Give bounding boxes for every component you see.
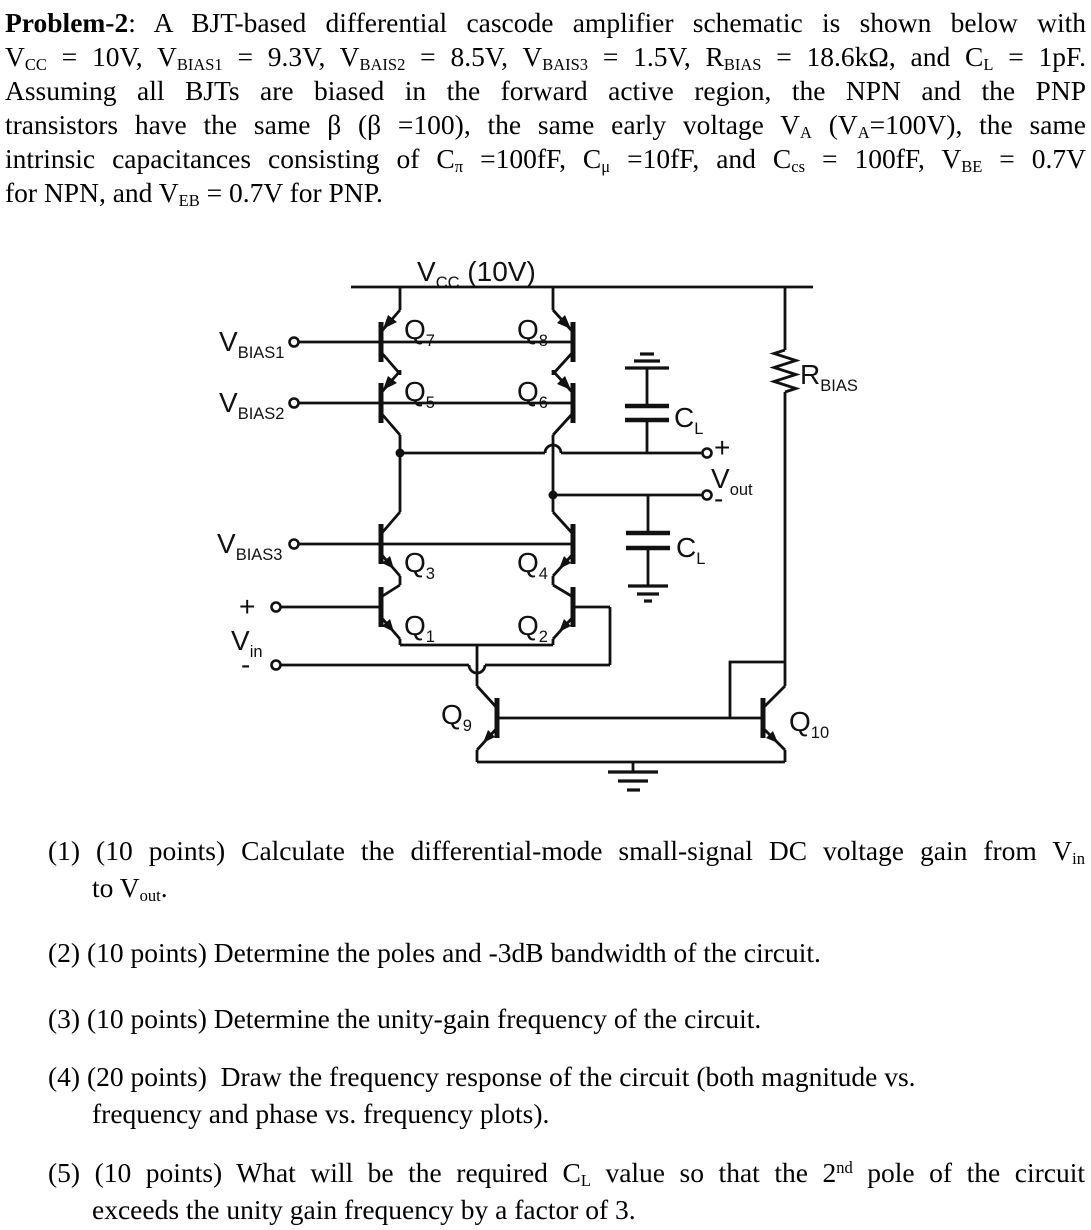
transistor-q10: Q10: [760, 685, 829, 762]
question-line: (1) (10 points) Calculate the differenti…: [48, 835, 1085, 869]
mirror-wiring: [477, 660, 785, 764]
question-line: to Vout.: [92, 872, 168, 906]
q6-collector: [551, 412, 575, 436]
transistor-q9: Q9: [441, 685, 500, 762]
junction-vout-plus: [395, 448, 405, 458]
vout-plus-label: +: [714, 432, 730, 463]
vbias3-label: VBIAS3: [217, 528, 282, 564]
problem-line: Problem-2: A BJT-based differential casc…: [5, 7, 1086, 38]
question-line: (5) (10 points) What will be the require…: [48, 1157, 1086, 1191]
q3-label: Q3: [404, 547, 435, 583]
problem-line: for NPN, and VEB = 0.7V for PNP.: [5, 177, 383, 211]
q2-label: Q2: [517, 610, 548, 646]
q3-collector: [379, 511, 402, 535]
transistor-q3: Q3: [378, 511, 435, 583]
q7-collector: [379, 351, 402, 375]
q7-emitter-arrow: [383, 315, 397, 329]
cl-bottom-label: CL: [676, 532, 705, 568]
q9-label: Q9: [441, 699, 472, 735]
bias-inputs: VBIAS1 VBIAS2 VBIAS3: [217, 326, 573, 564]
question-line: exceeds the unity gain frequency by a fa…: [92, 1194, 636, 1225]
q9-collector: [475, 685, 499, 709]
resistor-zigzag: [769, 348, 801, 394]
vcc-rail: [351, 285, 813, 310]
q1-collector: [380, 583, 401, 599]
question-line: (2) (10 points) Determine the poles and …: [48, 937, 821, 968]
vin-minus-label: -: [241, 649, 250, 680]
vbias2-terminal: [288, 397, 300, 409]
question-3: (3) (10 points) Determine the unity-gain…: [0, 1000, 1091, 1037]
q3-emitter-arrow: [382, 556, 394, 569]
vin-minus-terminal: [270, 659, 282, 671]
q4-label: Q4: [517, 547, 548, 583]
transistor-q4: Q4: [517, 511, 576, 583]
transistor-q2: Q2: [517, 583, 610, 646]
q2-emitter-arrow: [559, 619, 571, 632]
vbias2-label: VBIAS2: [219, 387, 284, 423]
problem-line: VCC = 10V, VBIAS1 = 9.3V, VBAIS2 = 8.5V,…: [5, 41, 1087, 75]
q5-emitter-arrow: [383, 376, 397, 390]
question-line: (3) (10 points) Determine the unity-gain…: [48, 1003, 762, 1034]
q1-label: Q1: [404, 610, 435, 646]
transistor-q8: Q8: [517, 309, 576, 375]
question-line: frequency and phase vs. frequency plots)…: [92, 1098, 550, 1129]
question-4: (4) (20 points) Draw the frequency respo…: [0, 1058, 1091, 1132]
q6-emitter-arrow: [557, 376, 571, 390]
q8-emitter-arrow: [557, 315, 571, 329]
vout-minus-label: -: [714, 483, 723, 514]
problem-statement: Problem-2: A BJT-based differential casc…: [0, 6, 1091, 210]
question-2: (2) (10 points) Determine the poles and …: [0, 934, 1091, 971]
capacitor-cl-top: CL: [625, 352, 703, 453]
q10-emitter-arrow: [766, 731, 778, 743]
junction-vout-minus: [548, 490, 558, 500]
ground-main: [608, 762, 658, 792]
vcc-label: VCC (10V): [417, 256, 536, 292]
resistor-rbias: RBIAS: [769, 287, 858, 686]
q1-emitter-arrow: [382, 619, 394, 632]
q4-emitter-arrow: [559, 556, 571, 569]
q8-collector: [551, 351, 575, 375]
vout-plus-terminal: [701, 447, 713, 459]
q7-label: Q7: [404, 314, 435, 350]
wire-vout-plus-hop: [543, 443, 563, 454]
q2-collector: [552, 583, 574, 599]
transistor-q7: Q7: [378, 309, 435, 375]
vin-label: Vin: [231, 625, 263, 661]
vbias3-terminal: [288, 538, 300, 550]
question-line: (4) (20 points) Draw the frequency respo…: [48, 1061, 916, 1092]
q10-label: Q10: [789, 706, 829, 742]
problem-line: transistors have the same β (β =100), th…: [5, 109, 1086, 143]
q5-collector: [379, 412, 402, 436]
vout-minus-terminal: [701, 489, 713, 501]
transistor-q5: Q5: [378, 370, 435, 436]
rbias-label: RBIAS: [800, 359, 858, 395]
cl-top-label: CL: [674, 402, 703, 438]
capacitor-cl-bottom: CL: [626, 495, 705, 603]
vbias1-label: VBIAS1: [219, 326, 284, 362]
q9-emitter-arrow: [483, 730, 495, 743]
question-1: (1) (10 points) Calculate the differenti…: [0, 832, 1091, 906]
q4-collector: [551, 511, 575, 535]
circuit-schematic: RBIAS VBIAS1 VBIAS2 VBIAS3 + Vin: [217, 256, 858, 792]
problem-line: intrinsic capacitances consisting of Cπ …: [5, 143, 1086, 177]
q8-label: Q8: [517, 314, 548, 350]
question-5: (5) (10 points) What will be the require…: [0, 1154, 1091, 1228]
vin-input: + Vin -: [231, 591, 612, 680]
vin-plus-terminal: [270, 601, 282, 613]
transistor-q6: Q6: [517, 370, 576, 436]
vout-output: + Vout -: [395, 432, 753, 514]
vout-label: Vout: [711, 463, 753, 499]
wire-q10-diode-tie: [728, 660, 785, 718]
q5-label: Q5: [404, 376, 435, 412]
q10-collector: [762, 685, 786, 709]
q6-label: Q6: [517, 376, 548, 412]
vin-plus-label: +: [239, 591, 255, 622]
transistor-q1: Q1: [378, 583, 435, 646]
vbias1-terminal: [288, 336, 300, 348]
problem-line: Assuming all BJTs are biased in the forw…: [5, 75, 1086, 106]
tail-node: [400, 643, 553, 686]
